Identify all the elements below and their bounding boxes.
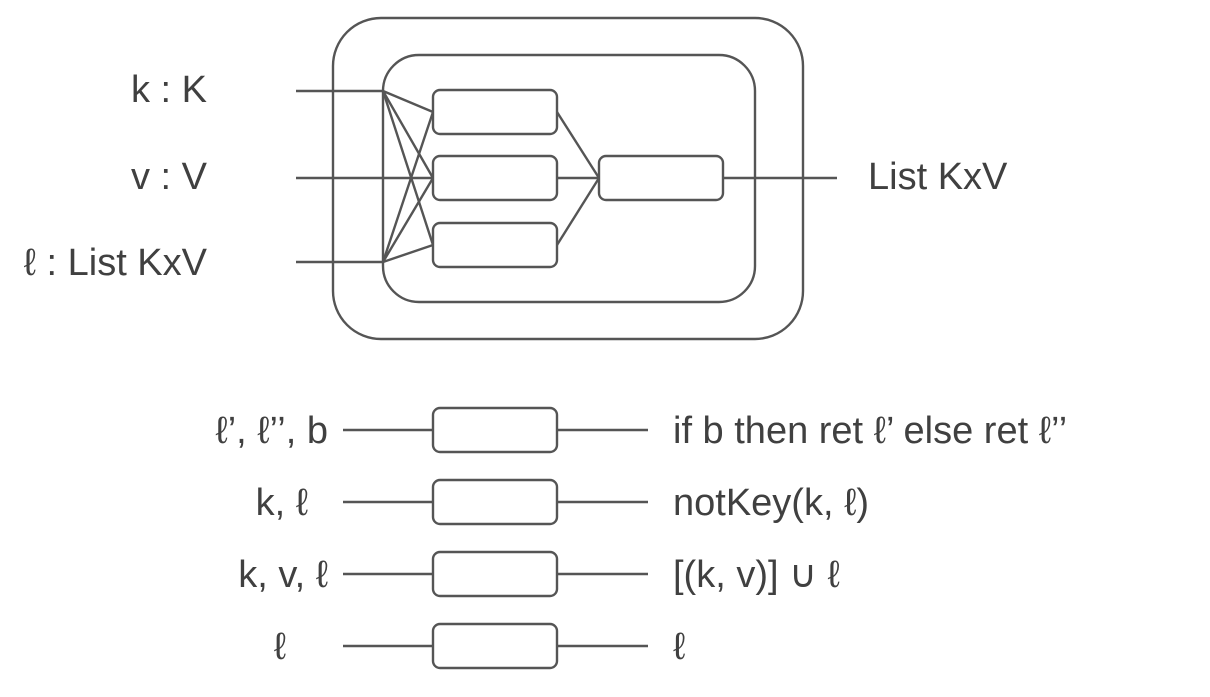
node-box-merge bbox=[597, 154, 725, 202]
wire-k-to-box2 bbox=[381, 90, 435, 179]
legend-box bbox=[431, 406, 559, 454]
wire-k-to-box3 bbox=[381, 90, 435, 246]
legend: ℓ’, ℓ’’, b if b then ret ℓ’ else ret ℓ’’… bbox=[215, 406, 1067, 670]
legend-meaning: if b then ret ℓ’ else ret ℓ’’ bbox=[673, 410, 1067, 452]
input-label-l: ℓ : List KxV bbox=[24, 242, 208, 284]
legend-row: ℓ’, ℓ’’, b if b then ret ℓ’ else ret ℓ’’ bbox=[215, 406, 1067, 454]
wire-k-to-box1 bbox=[382, 89, 434, 114]
legend-meaning: ℓ bbox=[673, 626, 685, 668]
legend-row: k, ℓ notKey(k, ℓ) bbox=[256, 478, 869, 526]
output-label: List KxV bbox=[868, 156, 1008, 198]
component-diagram: k : K v : V ℓ : List KxV List KxV bbox=[24, 16, 1008, 341]
legend-inputs: ℓ’, ℓ’’, b bbox=[215, 410, 328, 452]
node-box-2 bbox=[431, 154, 559, 202]
legend-box bbox=[431, 550, 559, 598]
legend-inputs: k, v, ℓ bbox=[238, 554, 328, 596]
legend-meaning: [(k, v)] ∪ ℓ bbox=[673, 554, 840, 596]
legend-row: k, v, ℓ [(k, v)] ∪ ℓ bbox=[238, 550, 840, 598]
wire-box3-to-merge bbox=[555, 177, 601, 246]
wire-l-to-box3 bbox=[382, 243, 434, 264]
legend-inputs: ℓ bbox=[274, 626, 286, 668]
wire-l-to-box2 bbox=[381, 177, 435, 263]
legend-meaning: notKey(k, ℓ) bbox=[673, 482, 869, 524]
legend-row: ℓ ℓ bbox=[274, 622, 685, 670]
node-box-1 bbox=[431, 88, 559, 136]
wire-box1-to-merge bbox=[555, 111, 601, 179]
legend-inputs: k, ℓ bbox=[256, 482, 308, 524]
input-label-k: k : K bbox=[131, 69, 207, 111]
input-label-v: v : V bbox=[131, 156, 208, 198]
node-box-3 bbox=[431, 221, 559, 269]
legend-box bbox=[431, 478, 559, 526]
wire-l-to-box1 bbox=[381, 111, 435, 263]
legend-box bbox=[431, 622, 559, 670]
